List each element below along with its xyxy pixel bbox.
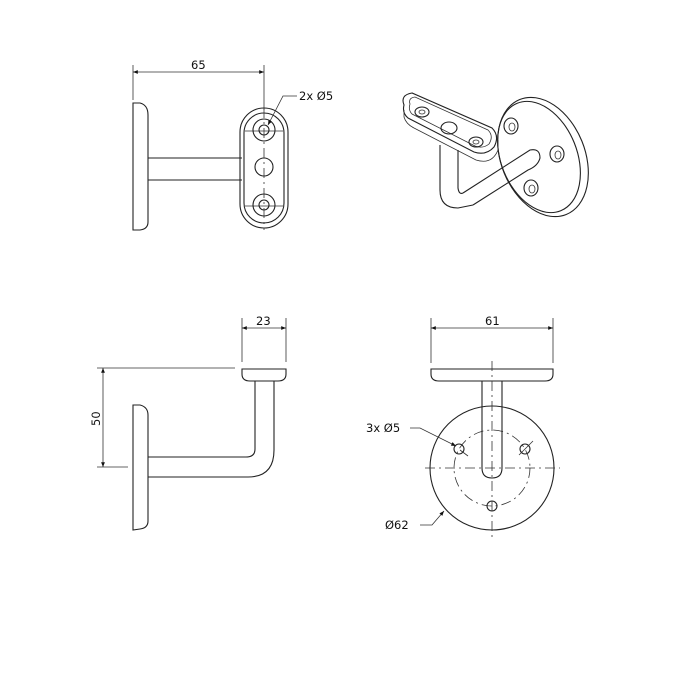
top-view-width-dimension: 65 — [191, 58, 206, 72]
top-view-hole-callout: 2x Ø5 — [299, 89, 333, 103]
side-view-height-dimension: 50 — [89, 411, 103, 426]
front-view-hole-callout: 3x Ø5 — [366, 421, 400, 435]
top-view — [132, 65, 297, 231]
side-view — [97, 318, 287, 531]
isometric-view — [402, 92, 589, 218]
front-view-plate-diameter: Ø62 — [385, 518, 409, 532]
front-view — [410, 318, 560, 537]
side-view-saddle-width-dimension: 23 — [256, 314, 271, 328]
front-view-saddle-length-dimension: 61 — [485, 314, 500, 328]
